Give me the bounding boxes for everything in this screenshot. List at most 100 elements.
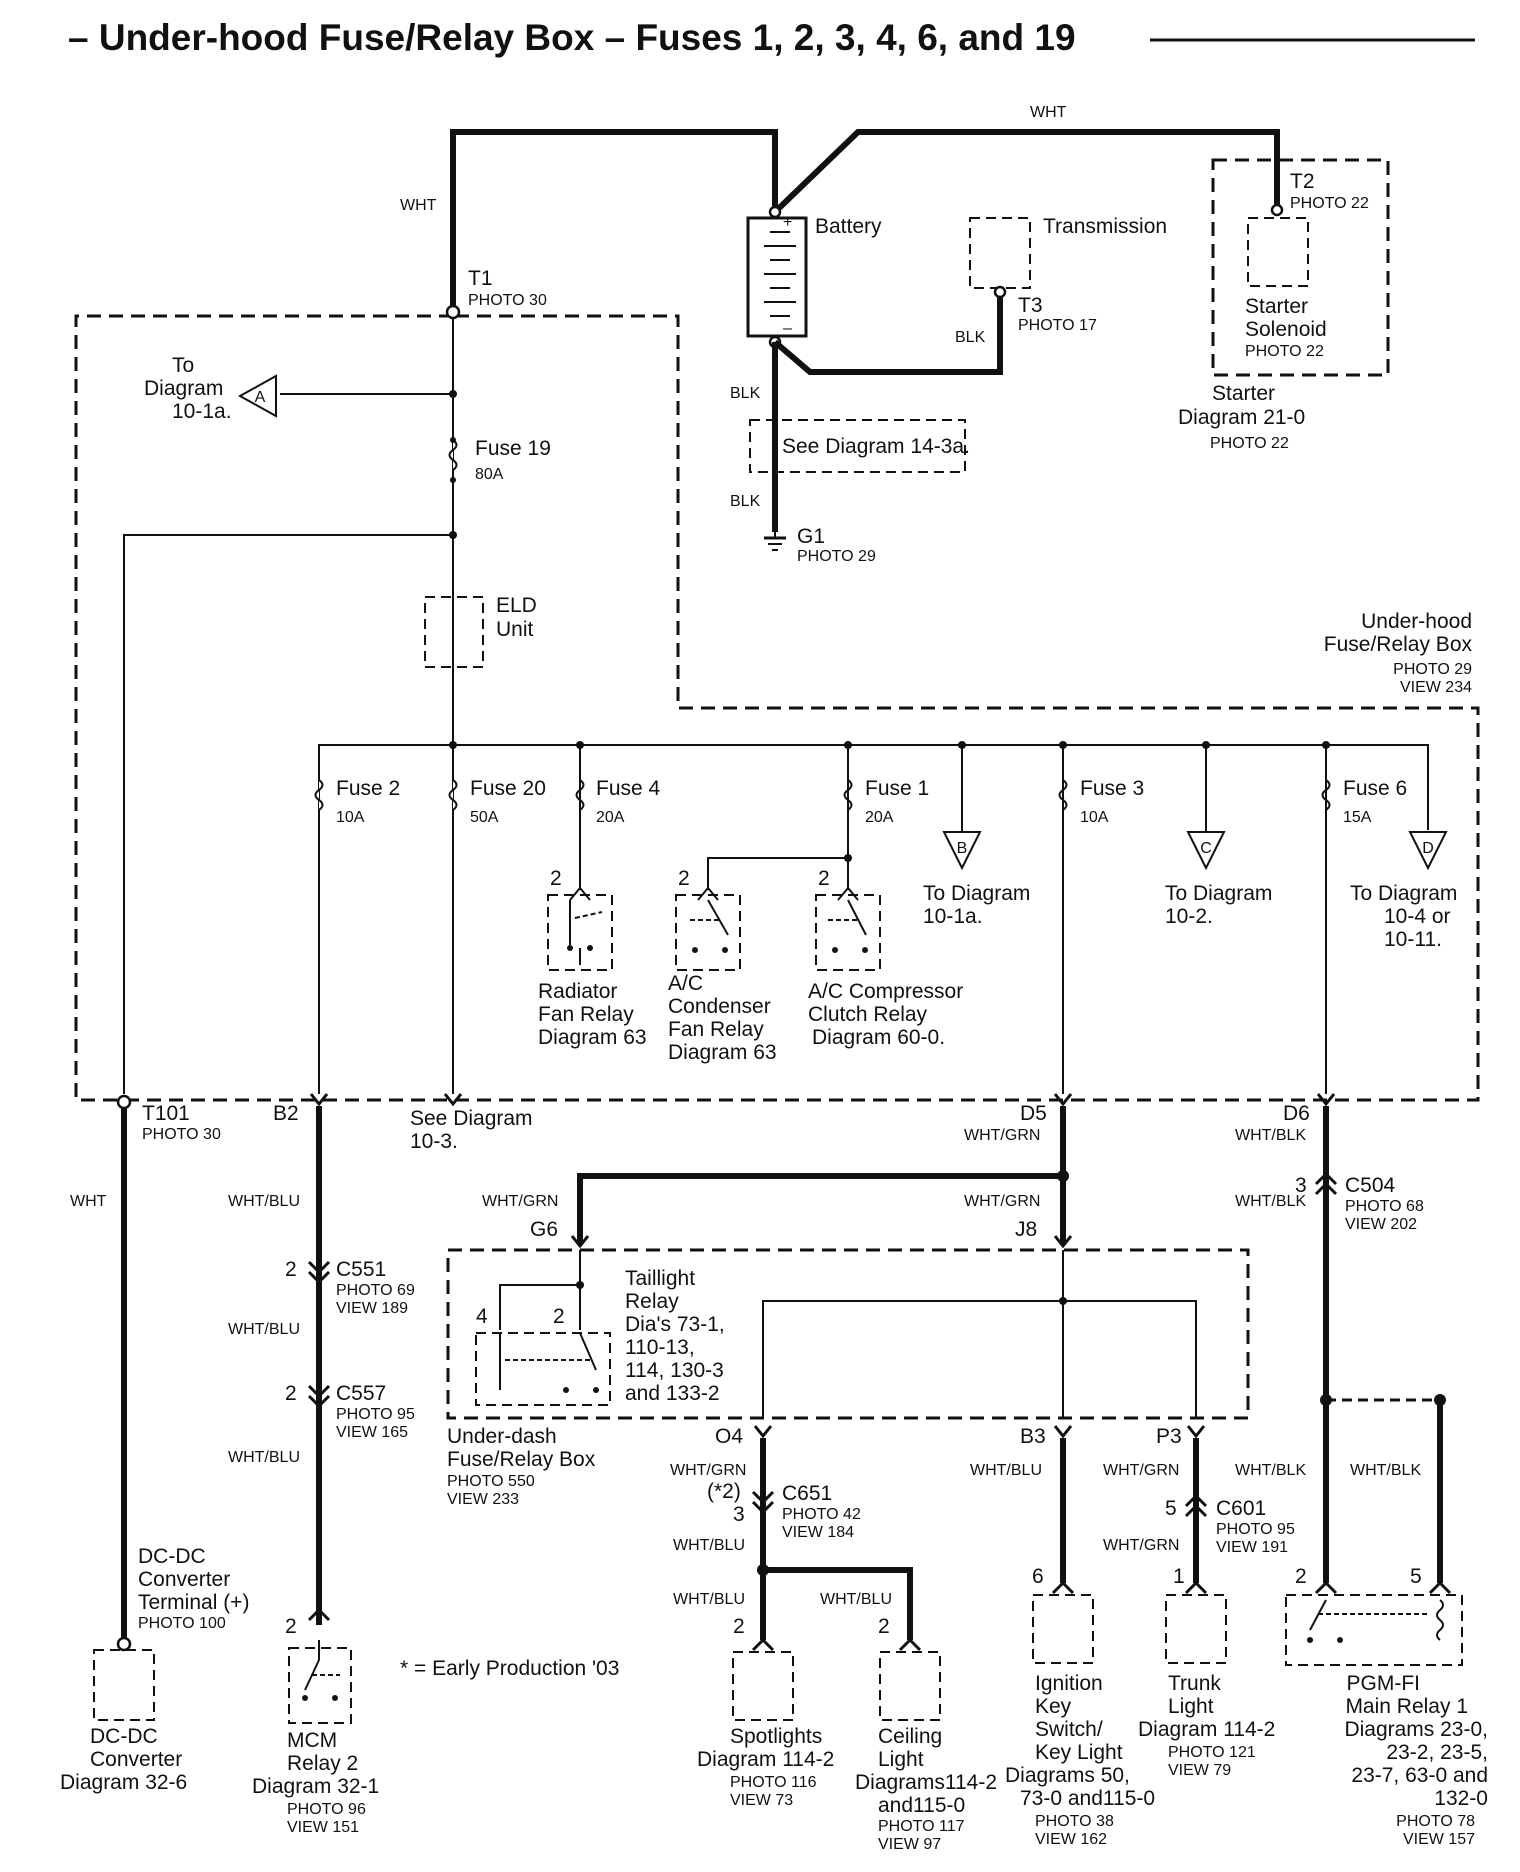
taillight-line1: Taillight (625, 1267, 695, 1290)
to-d-line3: 10-11. (1384, 928, 1442, 951)
spotlights-box (732, 1651, 794, 1721)
wire-color-label: BLK (730, 493, 761, 510)
radiator-fan-relay-symbol (547, 887, 613, 971)
uh-box-photo: PHOTO 29 (1393, 661, 1472, 678)
spotlights-pin: 2 (733, 1615, 745, 1638)
p3-connector (1186, 1425, 1206, 1439)
mcm-relay-symbol (288, 1640, 352, 1724)
to-d-line2: 10-4 or (1384, 905, 1451, 928)
t3-photo: PHOTO 17 (1018, 317, 1097, 334)
mcm-photo: PHOTO 96 (287, 1801, 366, 1818)
taillight-line3: Dia's 73-1, (625, 1313, 725, 1336)
ceiling-line1: Ceiling (878, 1725, 942, 1748)
connector-b-arrow (942, 831, 982, 871)
taillight-line6: and 133-2 (625, 1382, 720, 1405)
to-a-line2: Diagram (144, 377, 223, 400)
wire-color-label: WHT/BLK (1235, 1462, 1306, 1479)
pgmfi-photo: PHOTO 78 (1396, 1813, 1475, 1830)
c504-view: VIEW 202 (1345, 1216, 1417, 1233)
ac-condenser-fan-relay-symbol (675, 887, 741, 971)
to-b-line2: 10-1a. (923, 905, 983, 928)
t1-terminal (445, 304, 461, 320)
c504-photo: PHOTO 68 (1345, 1198, 1424, 1215)
see-diagram-14: See Diagram 14-3a. (782, 435, 970, 458)
t101-feed-wire (123, 534, 453, 1094)
taillight-pin2: 2 (553, 1305, 565, 1328)
t1-photo: PHOTO 30 (468, 292, 547, 309)
wire-color-label: WHT/BLU (673, 1591, 745, 1608)
fuse1-label: Fuse 1 (865, 777, 929, 800)
fuse6-label: Fuse 6 (1343, 777, 1407, 800)
fuse3-rating: 10A (1080, 809, 1109, 826)
c651-label: C651 (782, 1482, 832, 1505)
starter-photo: PHOTO 22 (1245, 343, 1324, 360)
c601-connector (1184, 1493, 1208, 1518)
t101-terminal (116, 1094, 132, 1110)
t2-terminal (1270, 203, 1284, 217)
c551-view: VIEW 189 (336, 1300, 408, 1317)
trunk-connector (1184, 1580, 1208, 1595)
eld-line1: ELD (496, 594, 537, 617)
c551-connector (307, 1260, 331, 1285)
taillight-line2: Relay (625, 1290, 679, 1313)
ignition-view: VIEW 162 (1035, 1831, 1107, 1848)
ceiling-pin: 2 (878, 1615, 890, 1638)
page-title: – Under-hood Fuse/Relay Box – Fuses 1, 2… (68, 17, 1076, 58)
pgmfi-line1: PGM-FI (1347, 1672, 1421, 1695)
j8-label: J8 (1015, 1218, 1037, 1241)
c651-note: (*2) (707, 1480, 741, 1503)
dcdc-line3: Diagram 32-6 (60, 1771, 187, 1794)
radiator-line1: Radiator (538, 980, 617, 1003)
fuse2-symbol (314, 779, 324, 811)
spotlights-photo: PHOTO 116 (730, 1774, 817, 1791)
o4-connector (753, 1425, 773, 1439)
uh-box-line1: Under-hood (1361, 610, 1472, 633)
connector-a-letter: A (255, 389, 266, 406)
connector-d-letter: D (1422, 840, 1434, 857)
wire-color-label: WHT (70, 1193, 107, 1210)
wire-color-label: WHT/GRN (1103, 1537, 1179, 1554)
g6-wire (577, 1173, 1063, 1245)
trunk-light-box (1165, 1594, 1227, 1664)
c601-pin: 5 (1165, 1497, 1177, 1520)
radiator-line3: Diagram 63 (538, 1026, 647, 1049)
p3-label: P3 (1156, 1425, 1182, 1448)
ignition-line1: Ignition (1035, 1672, 1103, 1695)
mcm-view: VIEW 151 (287, 1819, 359, 1836)
j8-connector (1053, 1235, 1073, 1249)
trunk-line1: Trunk (1168, 1672, 1221, 1695)
ac-cond-line2: Condenser (668, 995, 771, 1018)
radiator-pin: 2 (550, 867, 562, 890)
splice-node (449, 741, 457, 749)
wire-color-label: WHT/BLK (1235, 1127, 1306, 1144)
c557-view: VIEW 165 (336, 1424, 408, 1441)
ceiling-light-wire (763, 1567, 913, 1640)
c651-connector (751, 1490, 775, 1515)
taillight-line4: 110-13, (625, 1336, 695, 1359)
fuse20-rating: 50A (470, 809, 499, 826)
dcdc-box (93, 1649, 155, 1721)
t101-label: T101 (142, 1102, 190, 1125)
to-b-line1: To Diagram (923, 882, 1030, 905)
ground-strap-wire (773, 292, 1003, 375)
wire-color-label: WHT/GRN (1103, 1462, 1179, 1479)
t1-label: T1 (468, 267, 493, 290)
spotlights-line1: Spotlights (730, 1725, 822, 1748)
taillight-coil-feed (499, 1284, 580, 1330)
ground-symbol (764, 528, 786, 551)
wire-color-label: WHT/BLK (1350, 1462, 1421, 1479)
c551-pin: 2 (285, 1258, 297, 1281)
mcm-line1: MCM (287, 1729, 337, 1752)
starter-line2: Solenoid (1245, 318, 1327, 341)
ud-box-line1: Under-dash (447, 1425, 557, 1448)
o4-label: O4 (715, 1425, 743, 1448)
wire-color-label: WHT/BLU (970, 1462, 1042, 1479)
ignition-line5: Diagrams 50, (1005, 1764, 1130, 1787)
c551-label: C551 (336, 1258, 386, 1281)
c651-photo: PHOTO 42 (782, 1506, 861, 1523)
ac-compressor-clutch-relay-symbol (815, 887, 881, 971)
c504-connector (1314, 1171, 1338, 1196)
battery-feed-wires (450, 129, 1280, 312)
g1-label: G1 (797, 525, 825, 548)
t101-photo: PHOTO 30 (142, 1126, 221, 1143)
